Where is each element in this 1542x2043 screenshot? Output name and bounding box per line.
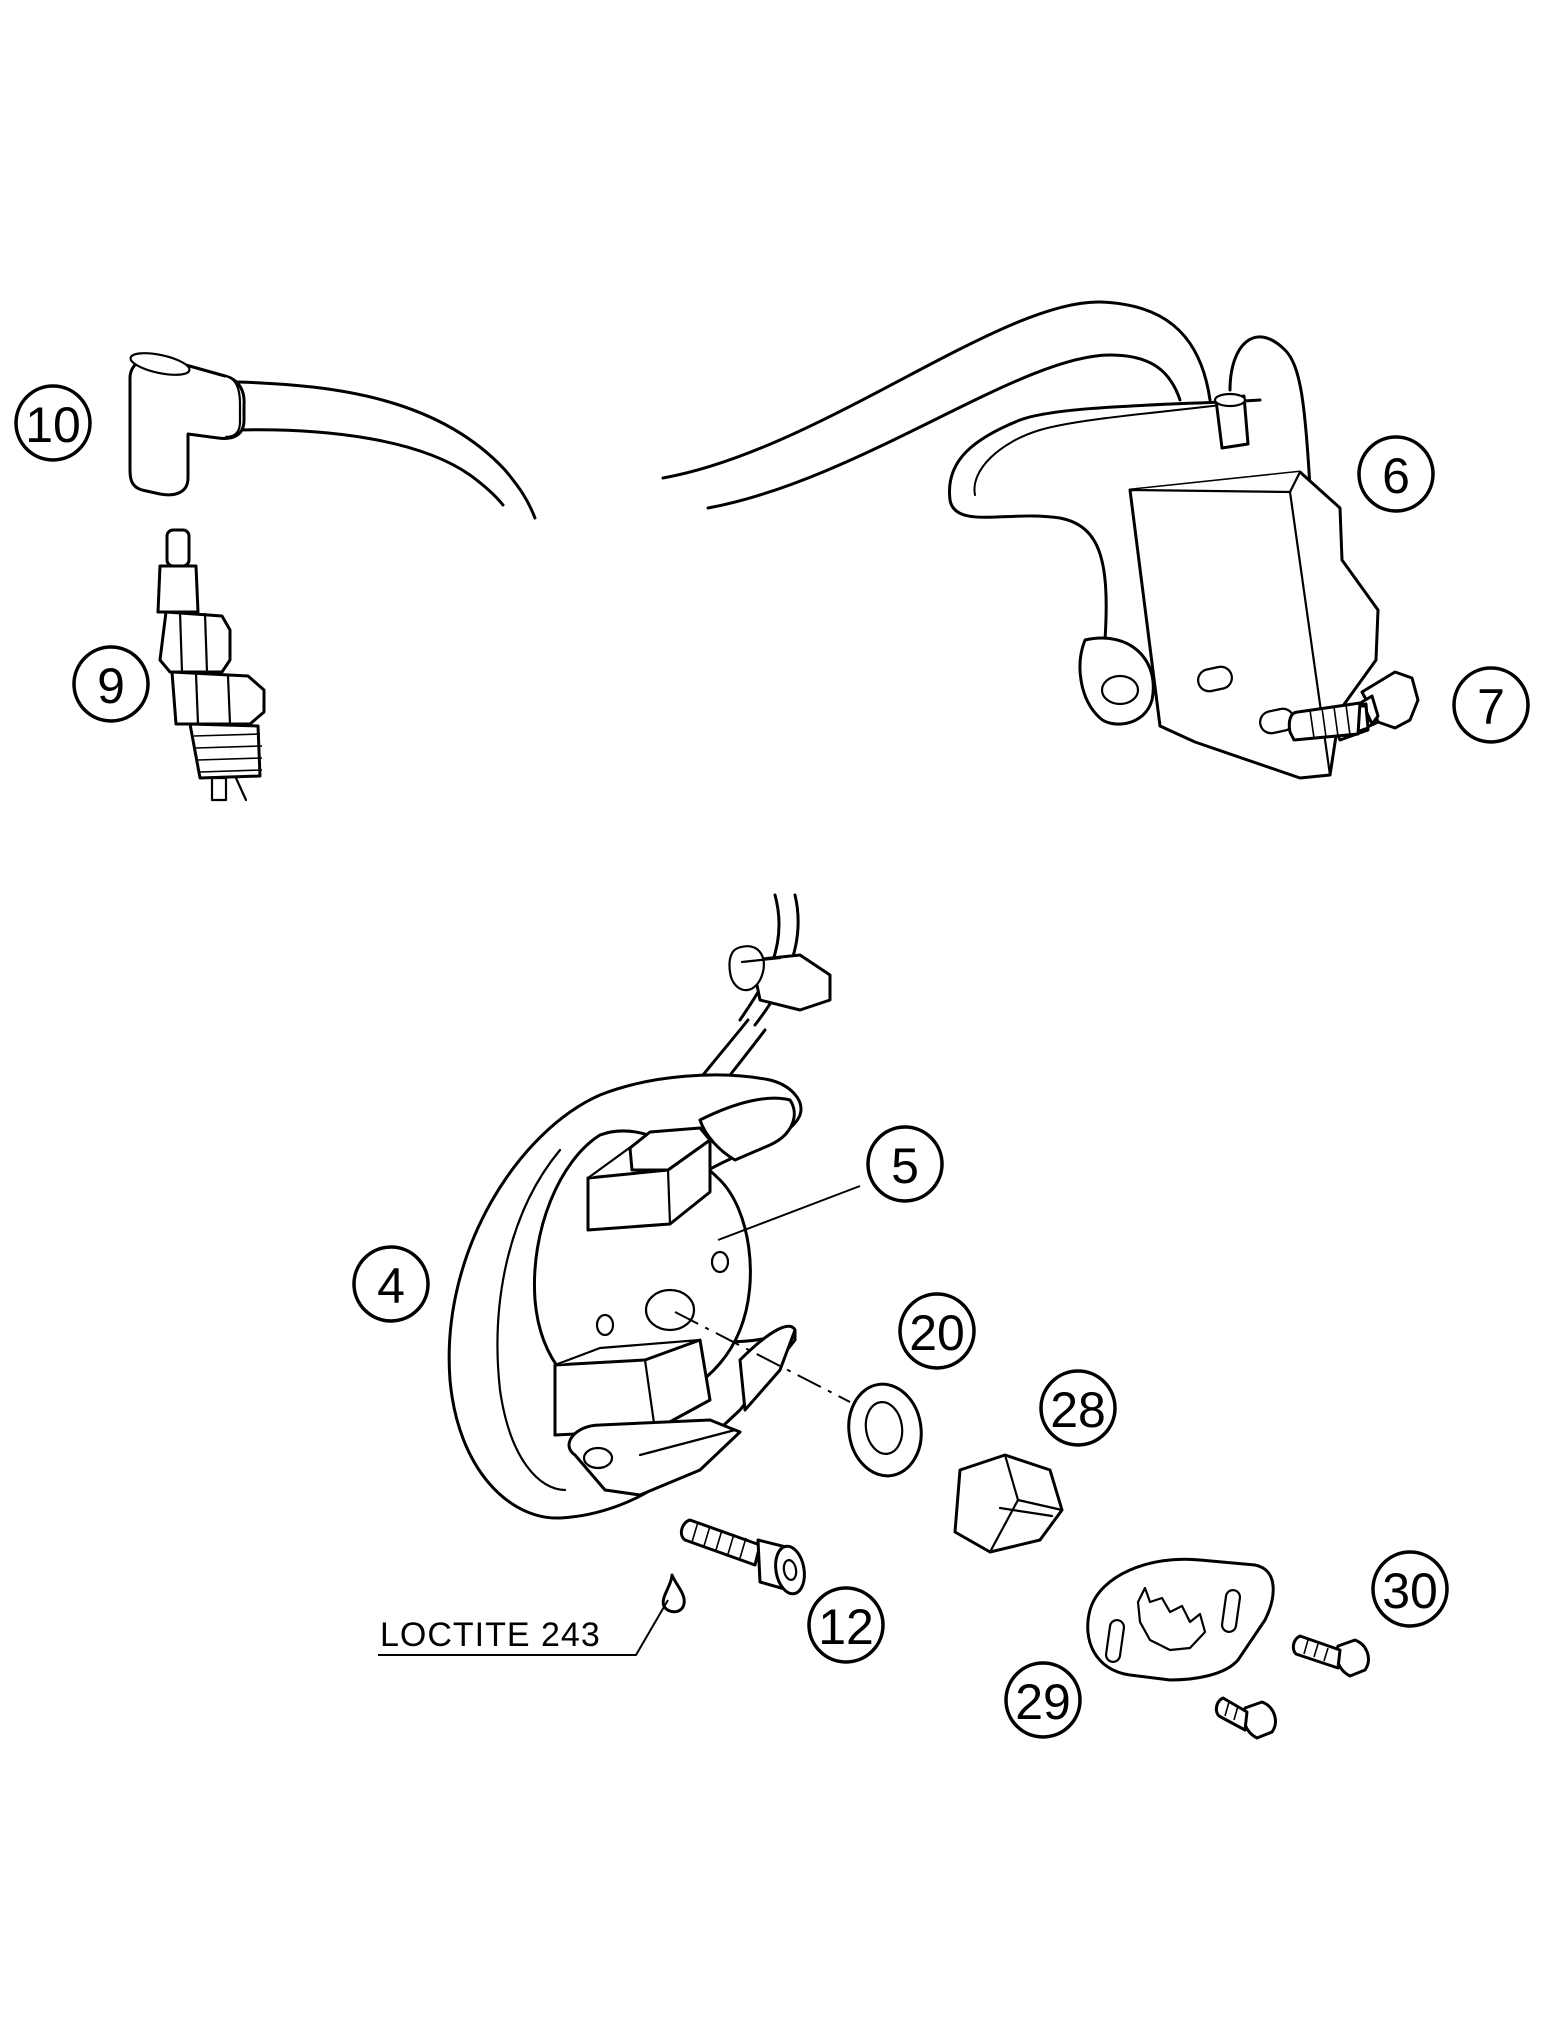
callout-4-label: 4 <box>377 1258 405 1314</box>
callout-9-label: 9 <box>97 658 125 714</box>
callout-10: 10 <box>14 384 92 462</box>
coil-screw <box>1287 670 1420 742</box>
callout-29-label: 29 <box>1015 1674 1071 1730</box>
callout-20: 20 <box>898 1292 976 1370</box>
callout-29: 29 <box>1004 1661 1082 1739</box>
callout-5-label: 5 <box>891 1138 919 1194</box>
plate-screw-lower <box>1214 1696 1277 1740</box>
callout-28: 28 <box>1039 1369 1117 1447</box>
clamp-plate <box>1086 1557 1275 1682</box>
callout-28-label: 28 <box>1050 1382 1106 1438</box>
callout-6-label: 6 <box>1382 448 1410 504</box>
nut <box>953 1453 1064 1554</box>
callout-4: 4 <box>352 1245 430 1323</box>
callout-7: 7 <box>1452 666 1530 744</box>
ignition-coil <box>661 300 1380 780</box>
callout-20-label: 20 <box>909 1305 965 1361</box>
leader-loctite <box>378 1599 669 1656</box>
leader-5 <box>717 1185 861 1241</box>
callout-30: 30 <box>1371 1550 1449 1628</box>
callout-6: 6 <box>1357 435 1435 513</box>
stator-screw <box>661 1518 806 1614</box>
callout-7-label: 7 <box>1477 679 1505 735</box>
callout-9: 9 <box>72 645 150 723</box>
spark-plug-connector <box>128 352 537 520</box>
callout-12-label: 12 <box>818 1599 874 1655</box>
rotor-and-stator <box>447 893 851 1520</box>
plate-screw-upper <box>1291 1634 1370 1678</box>
callout-10-label: 10 <box>25 397 81 453</box>
spark-plug <box>156 528 266 802</box>
loctite-note: LOCTITE 243 <box>380 1616 601 1654</box>
callout-12: 12 <box>807 1586 885 1664</box>
callout-30-label: 30 <box>1382 1563 1438 1619</box>
washer <box>847 1382 923 1478</box>
callout-5: 5 <box>866 1125 944 1203</box>
